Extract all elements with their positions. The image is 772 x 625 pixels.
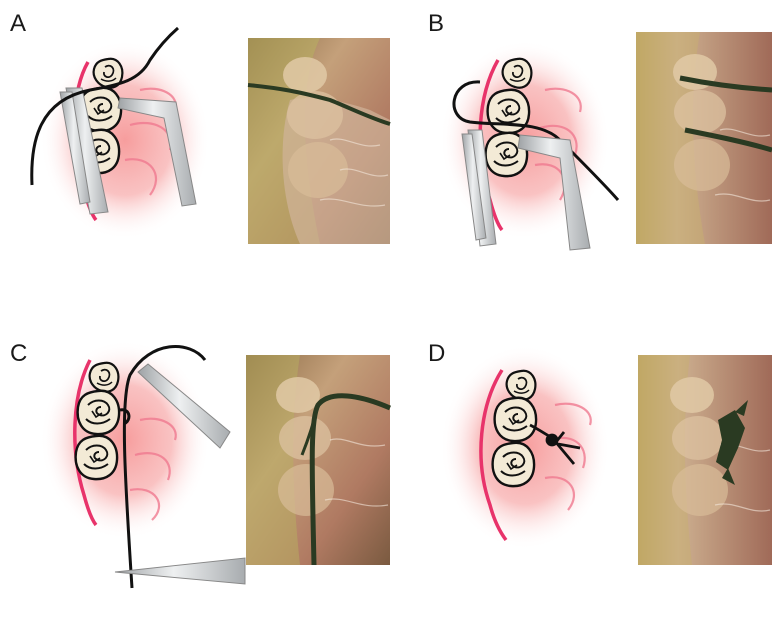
panel-label-a: A xyxy=(10,10,26,38)
panel-label-b: B xyxy=(428,10,444,38)
panel-label-d: D xyxy=(428,340,445,368)
panel-c-frame: C xyxy=(0,330,386,625)
panel-a-frame: A xyxy=(0,0,386,295)
panel-label-c: C xyxy=(10,340,27,368)
panel-d-frame: D xyxy=(418,330,772,625)
panel-b-frame: B xyxy=(418,0,772,295)
